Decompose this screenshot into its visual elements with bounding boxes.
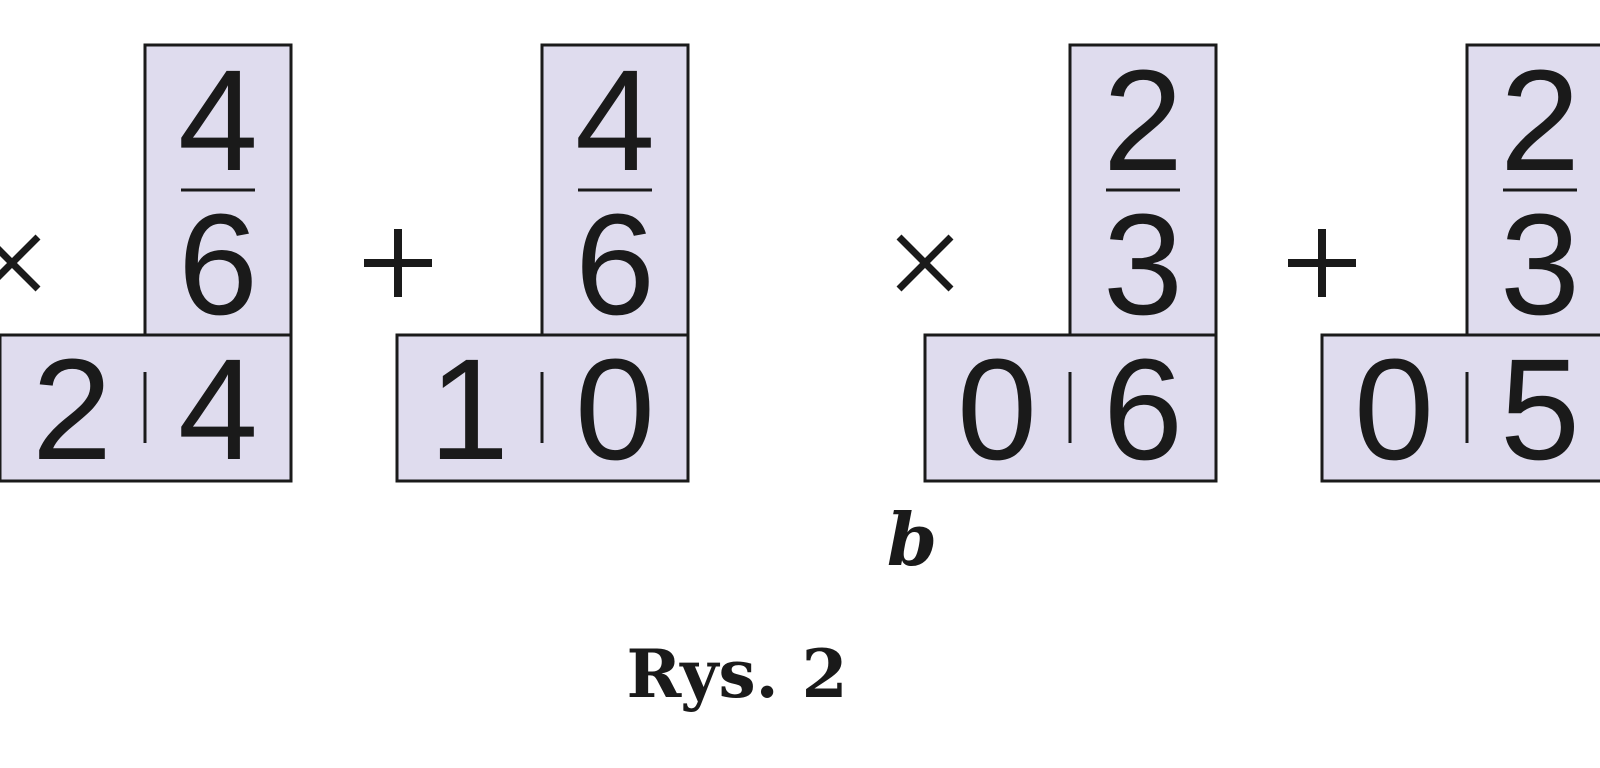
denominator: 6 <box>575 184 655 345</box>
result-digit: 4 <box>178 329 258 490</box>
figure-caption: Rys. 2 <box>626 635 847 713</box>
numerator: 4 <box>575 40 655 201</box>
result-digit: 1 <box>429 329 509 490</box>
denominator: 3 <box>1103 184 1183 345</box>
plus-icon <box>1288 229 1356 297</box>
sublabel: b <box>887 497 937 582</box>
numerator: 4 <box>178 40 258 201</box>
times-stroke <box>896 234 954 292</box>
result-digit: 6 <box>1103 329 1183 490</box>
numerator: 2 <box>1500 40 1580 201</box>
result-digit: 2 <box>32 329 112 490</box>
times-stroke <box>0 234 41 280</box>
result-digit: 0 <box>1354 329 1434 490</box>
result-digit: 0 <box>575 329 655 490</box>
denominator: 3 <box>1500 184 1580 345</box>
numerator: 2 <box>1103 40 1183 201</box>
denominator: 6 <box>178 184 258 345</box>
times-icon <box>0 234 41 292</box>
result-digit: 0 <box>957 329 1037 490</box>
result-box <box>1320 333 1600 483</box>
plus-icon <box>364 229 432 297</box>
result-digit: 5 <box>1500 329 1580 490</box>
times-icon <box>896 234 954 292</box>
